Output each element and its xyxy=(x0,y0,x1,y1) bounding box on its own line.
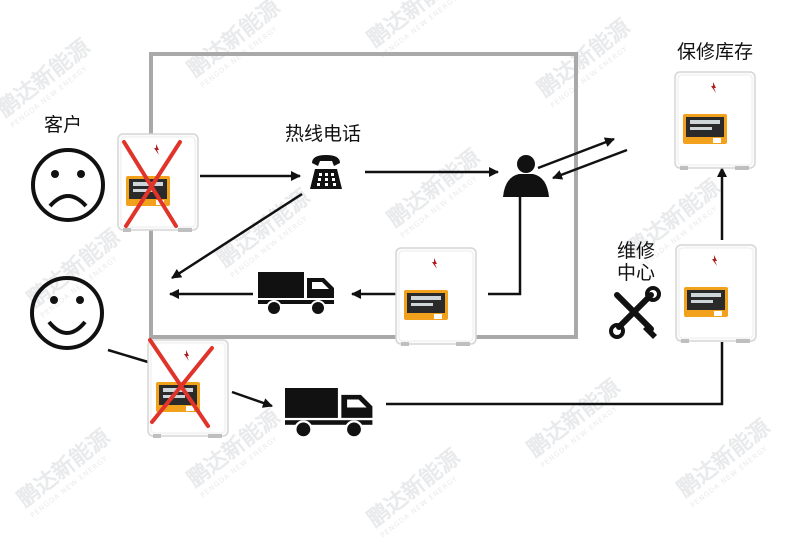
spare-stock-label: 保修库存 xyxy=(677,41,754,63)
inverter-icon xyxy=(674,71,756,171)
customer-label: 客户 xyxy=(44,114,83,136)
arrow-service-down xyxy=(488,197,522,296)
arrow-phone-to-customer xyxy=(171,192,303,280)
arrow-layer xyxy=(107,137,727,408)
arrow-truck-to-repair xyxy=(386,342,724,406)
repair-center-label-line2: 中心 xyxy=(617,262,656,284)
truck-icon xyxy=(283,386,374,439)
inverter-icon xyxy=(395,247,477,347)
cross-icon xyxy=(148,338,214,428)
inverter-icon xyxy=(675,244,757,344)
arrow-faulty-to-truck xyxy=(231,390,273,408)
hotline-label: 热线电话 xyxy=(285,123,362,145)
person-icon xyxy=(503,155,549,197)
repair-center-label-line1: 维修 xyxy=(617,240,656,262)
happy-face-icon xyxy=(30,276,104,350)
repair-tools-icon xyxy=(609,286,661,339)
telephone-icon xyxy=(310,155,342,189)
cross-icon xyxy=(122,140,182,228)
truck-icon xyxy=(257,271,335,316)
arrow-service-to-stock xyxy=(537,137,615,170)
arrow-stock-to-service xyxy=(552,148,628,180)
arrow-happy-to-faulty xyxy=(107,348,149,364)
sad-face-icon xyxy=(31,148,105,222)
